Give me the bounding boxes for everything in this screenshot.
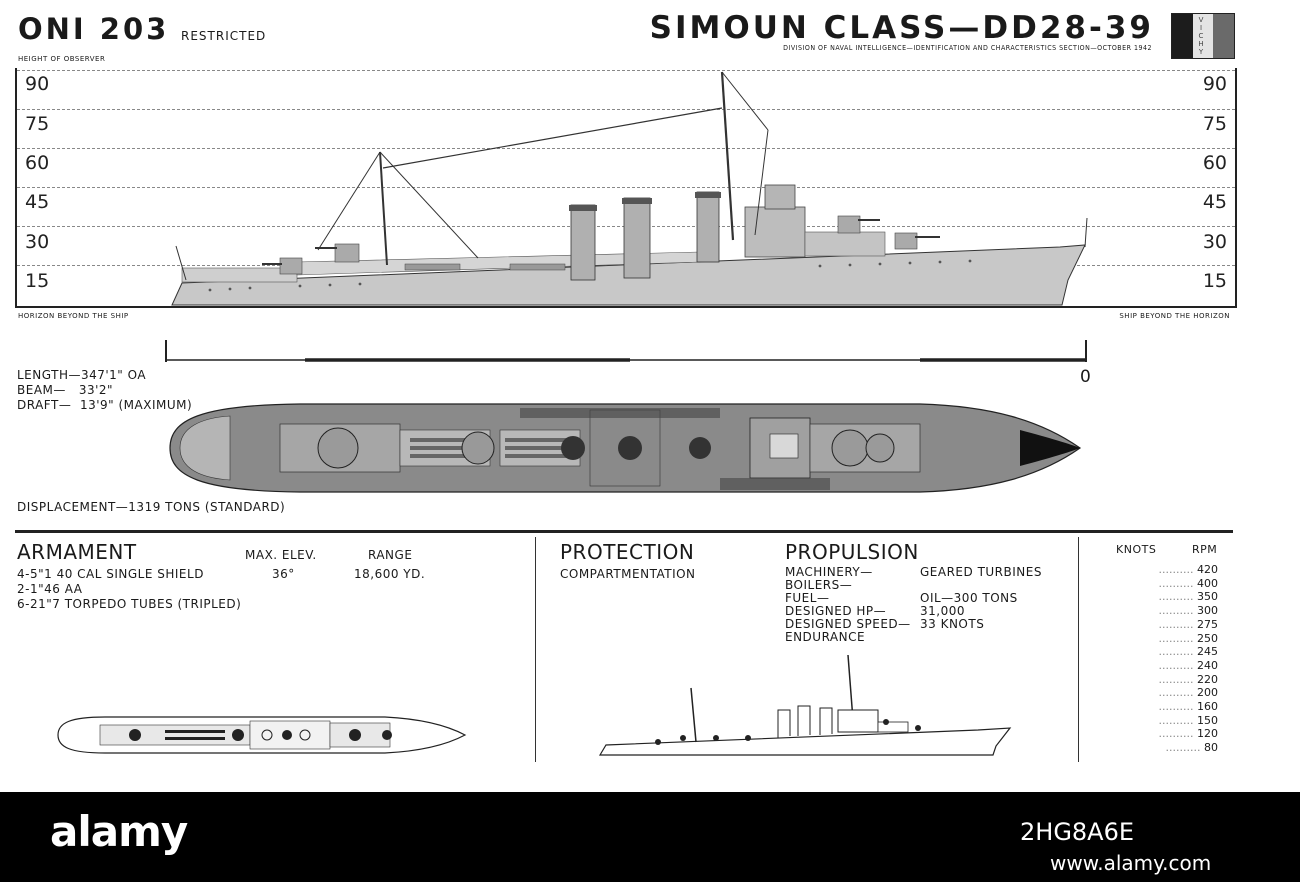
column-divider-2 [1078,537,1079,762]
draft-spec: DRAFT— 13'9" (MAXIMUM) [17,398,193,412]
ship-plan-view [169,403,1082,493]
tick-right-15: 15 [1202,270,1227,292]
tick-right-75: 75 [1202,113,1227,135]
ship-beyond-horizon-label: SHIP BEYOND THE HORIZON [1119,312,1230,320]
tick-left-75: 75 [25,113,50,135]
rpm-row: .......... 240 [1158,658,1218,672]
rpm-row: .......... 350 [1158,590,1218,604]
tick-left-60: 60 [25,152,50,174]
section-divider [15,530,1233,533]
rpm-row: .......... 300 [1158,604,1218,618]
rpm-row: .......... 220 [1158,672,1218,686]
document-id: ONI 203 [18,12,170,46]
rpm-row: .......... 150 [1158,713,1218,727]
restricted-label: RESTRICTED [181,29,267,43]
rpm-row: .......... 160 [1158,700,1218,714]
machinery-label: MACHINERY— [785,565,873,579]
knots-header: KNOTS [1116,543,1157,556]
machinery-value: GEARED TURBINES [920,565,1042,579]
alamy-logo: alamy [50,807,188,856]
division-line: DIVISION OF NAVAL INTELLIGENCE—IDENTIFIC… [783,44,1152,52]
flag-stripe-1 [1172,14,1193,58]
ship-small-plan-view [57,716,467,754]
fuel-label: FUEL— [785,591,830,605]
designed-speed-value: 33 KNOTS [920,617,985,631]
tick-right-90: 90 [1202,73,1227,95]
height-of-observer-label: HEIGHT OF OBSERVER [18,55,106,63]
horizon-beyond-ship-label: HORIZON BEYOND THE SHIP [18,312,129,320]
boilers-label: BOILERS— [785,578,853,592]
armament-row-1-weapon: 4-5"1 40 CAL SINGLE SHIELD [17,567,204,581]
armament-row-1-range: 18,600 YD. [354,567,426,581]
rpm-row: .......... 250 [1158,631,1218,645]
beam-spec: BEAM— 33'2" [17,383,114,397]
rpm-row: .......... 275 [1158,617,1218,631]
column-divider-1 [535,537,536,762]
rpm-row: .......... 420 [1158,563,1218,576]
rpm-row: .......... 200 [1158,686,1218,700]
protection-item: COMPARTMENTATION [560,567,696,581]
scale-bar [165,340,1087,362]
rpm-list: .......... 420 .......... 400 ..........… [1150,563,1218,755]
tick-left-45: 45 [25,191,50,213]
displacement-spec: DISPLACEMENT—1319 TONS (STANDARD) [17,500,286,514]
designed-speed-label: DESIGNED SPEED— [785,617,911,631]
fuel-value: OIL—300 TONS [920,591,1018,605]
tick-right-30: 30 [1202,231,1227,253]
rpm-row: .......... 245 [1158,645,1218,659]
rpm-row: .......... 400 [1158,576,1218,590]
rpm-row: .......... 120 [1158,727,1218,741]
range-header: RANGE [368,548,413,562]
length-spec: LENGTH—347'1" OA [17,368,147,382]
profile-chart: 90 75 60 45 30 15 90 75 60 45 30 15 [15,68,1237,308]
waterline [15,306,1235,308]
vichy-flag [1171,13,1235,59]
flag-stripe-3 [1213,14,1235,58]
endurance-label: ENDURANCE [785,630,866,644]
tick-left-15: 15 [25,270,50,292]
ship-small-side-profile [598,654,1012,756]
tick-left-30: 30 [25,231,50,253]
rpm-header: RPM [1192,543,1218,556]
armament-row-3-weapon: 6-21"7 TORPEDO TUBES (TRIPLED) [17,597,242,611]
propulsion-heading: PROPULSION [785,540,919,564]
tick-left-90: 90 [25,73,50,95]
armament-row-2-weapon: 2-1"46 AA [17,582,83,596]
class-title: SIMOUN CLASS—DD28-39 [649,10,1154,46]
armament-heading: ARMAMENT [17,540,137,564]
ship-side-profile [171,71,1088,306]
image-id: 2HG8A6E [1020,818,1135,846]
tick-right-45: 45 [1202,191,1227,213]
tick-right-60: 60 [1202,152,1227,174]
protection-heading: PROTECTION [560,540,695,564]
scale-zero: 0 [1080,367,1091,387]
designed-hp-label: DESIGNED HP— [785,604,887,618]
designed-hp-value: 31,000 [920,604,965,618]
rpm-row: .......... 80 [1165,741,1218,755]
armament-row-1-elev: 36° [272,567,295,581]
max-elev-header: MAX. ELEV. [245,548,317,562]
watermark-url: www.alamy.com [1050,851,1212,875]
watermark-bar [0,792,1300,882]
flag-stripe-2 [1192,14,1214,58]
